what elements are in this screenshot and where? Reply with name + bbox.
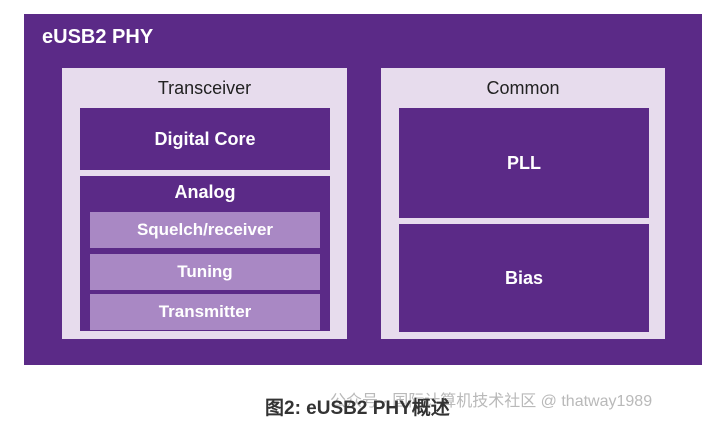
common-title: Common (486, 78, 560, 98)
squelch-receiver-block: Squelch/receiver (90, 212, 320, 248)
transmitter-block: Transmitter (90, 294, 320, 330)
digital-core-block: Digital Core (80, 108, 330, 170)
common-panel: Common PLL Bias (381, 68, 665, 339)
bias-block: Bias (399, 224, 649, 332)
transceiver-panel: Transceiver Digital Core Analog Squelch/… (62, 68, 347, 339)
eusb2-phy-frame: eUSB2 PHY Transceiver Digital Core Analo… (24, 14, 702, 365)
analog-block: Analog Squelch/receiver Tuning Transmitt… (80, 176, 330, 331)
pll-block: PLL (399, 108, 649, 218)
transceiver-title: Transceiver (157, 78, 252, 98)
analog-title: Analog (174, 182, 236, 202)
diagram-title: eUSB2 PHY (42, 26, 154, 48)
watermark-text: 公众号 · 国际计算机技术社区 @ thatway1989 (330, 393, 653, 410)
tuning-block: Tuning (90, 254, 320, 290)
figure-caption: 图2: eUSB2 PHY概述 (265, 398, 450, 419)
